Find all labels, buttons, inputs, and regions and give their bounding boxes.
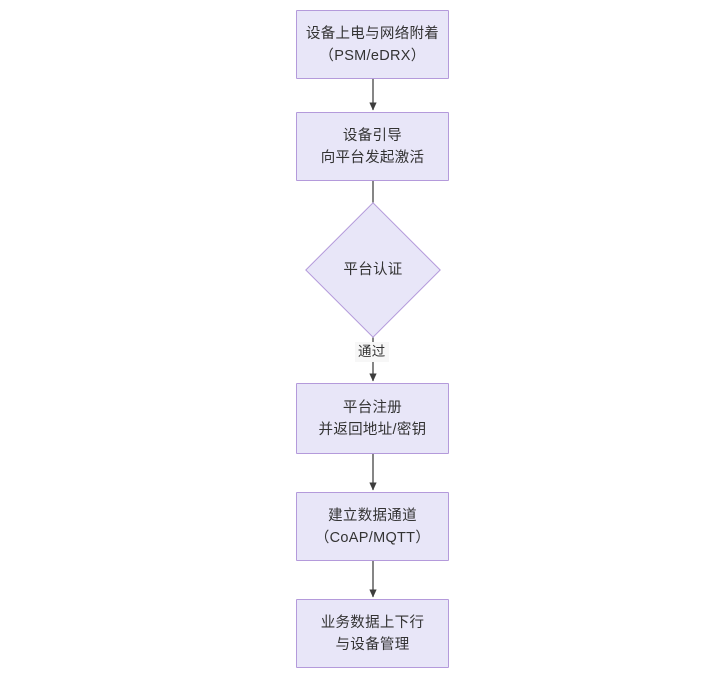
edge-label-text: 通过 <box>358 344 386 359</box>
decision-label-wrap: 平台认证 <box>325 222 421 318</box>
node-label-line1: 设备引导 <box>342 127 403 144</box>
node-device-bootstrap[interactable]: 设备引导 向平台发起激活 <box>296 112 449 181</box>
node-label-line1: 平台认证 <box>343 262 403 278</box>
node-label-line1: 建立数据通道 <box>328 507 417 524</box>
node-label-line1: 业务数据上下行 <box>320 614 425 631</box>
edge-label-pass: 通过 <box>355 342 389 362</box>
node-establish-data-channel[interactable]: 建立数据通道 （CoAP/MQTT） <box>296 492 449 561</box>
node-label-line2: 并返回地址/密钥 <box>318 421 427 438</box>
node-platform-register[interactable]: 平台注册 并返回地址/密钥 <box>296 383 449 454</box>
node-device-power-on[interactable]: 设备上电与网络附着 （PSM/eDRX） <box>296 10 449 79</box>
node-label-line1: 平台注册 <box>342 399 403 416</box>
node-platform-auth-decision[interactable]: 平台认证 <box>305 202 441 338</box>
node-label-line2: 向平台发起激活 <box>320 149 425 166</box>
node-label-line2: （CoAP/MQTT） <box>314 529 431 546</box>
node-label-line2: （PSM/eDRX） <box>319 47 426 64</box>
node-label-line2: 与设备管理 <box>335 636 410 653</box>
node-business-data-and-management[interactable]: 业务数据上下行 与设备管理 <box>296 599 449 668</box>
node-label-line1: 设备上电与网络附着 <box>305 25 440 42</box>
